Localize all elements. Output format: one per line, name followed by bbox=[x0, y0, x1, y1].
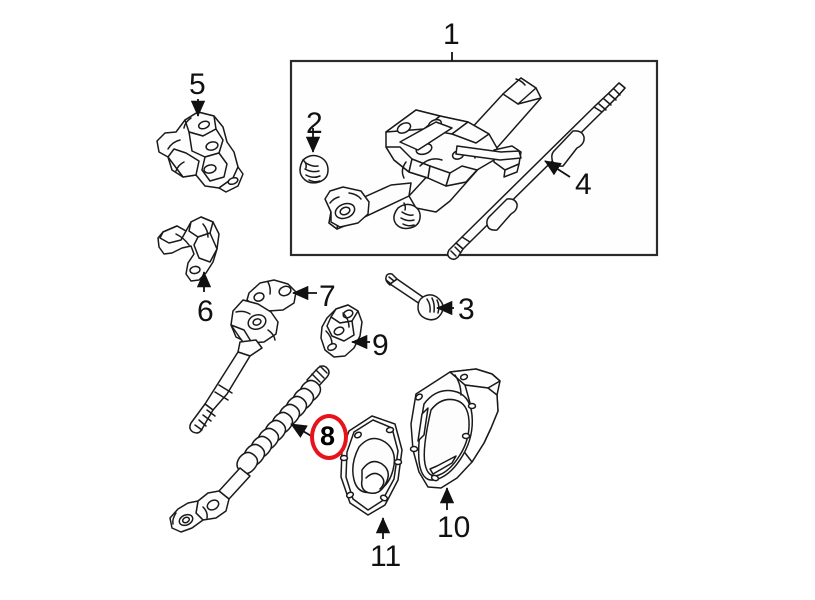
part-2-lock-bolt bbox=[299, 154, 329, 184]
callout-label-5: 5 bbox=[189, 68, 206, 101]
callout-label-4: 4 bbox=[575, 168, 592, 201]
callout-label-10: 10 bbox=[437, 511, 471, 544]
callout-label-1: 1 bbox=[443, 18, 460, 51]
callout-label-9: 9 bbox=[372, 329, 389, 362]
highlight-ring-8 bbox=[310, 414, 348, 460]
callout-label-11: 11 bbox=[370, 540, 402, 573]
part-7-upper-intermediate-shaft bbox=[189, 279, 297, 434]
callout-label-8: 8 bbox=[320, 421, 336, 451]
part-4-upper-shaft bbox=[446, 82, 626, 261]
part-1-steering-column-assembly bbox=[299, 77, 626, 261]
callout-leaders bbox=[190, 99, 571, 539]
part-5-upper-bracket bbox=[156, 111, 244, 193]
part-3-mounting-bolt bbox=[385, 273, 444, 321]
callout-label-3: 3 bbox=[458, 293, 475, 326]
part-11-inner-boot-seal bbox=[339, 415, 403, 516]
leader-4 bbox=[544, 160, 571, 178]
part-8-lower-intermediate-shaft bbox=[169, 365, 330, 533]
leader-8 bbox=[290, 423, 314, 438]
callout-label-6: 6 bbox=[197, 295, 214, 328]
callout-label-2: 2 bbox=[306, 107, 323, 140]
callout-label-7: 7 bbox=[319, 280, 336, 313]
part-10-outer-boot-cover bbox=[409, 368, 501, 489]
column-lock-nut bbox=[393, 202, 421, 230]
part-6-lower-bracket bbox=[157, 216, 220, 282]
